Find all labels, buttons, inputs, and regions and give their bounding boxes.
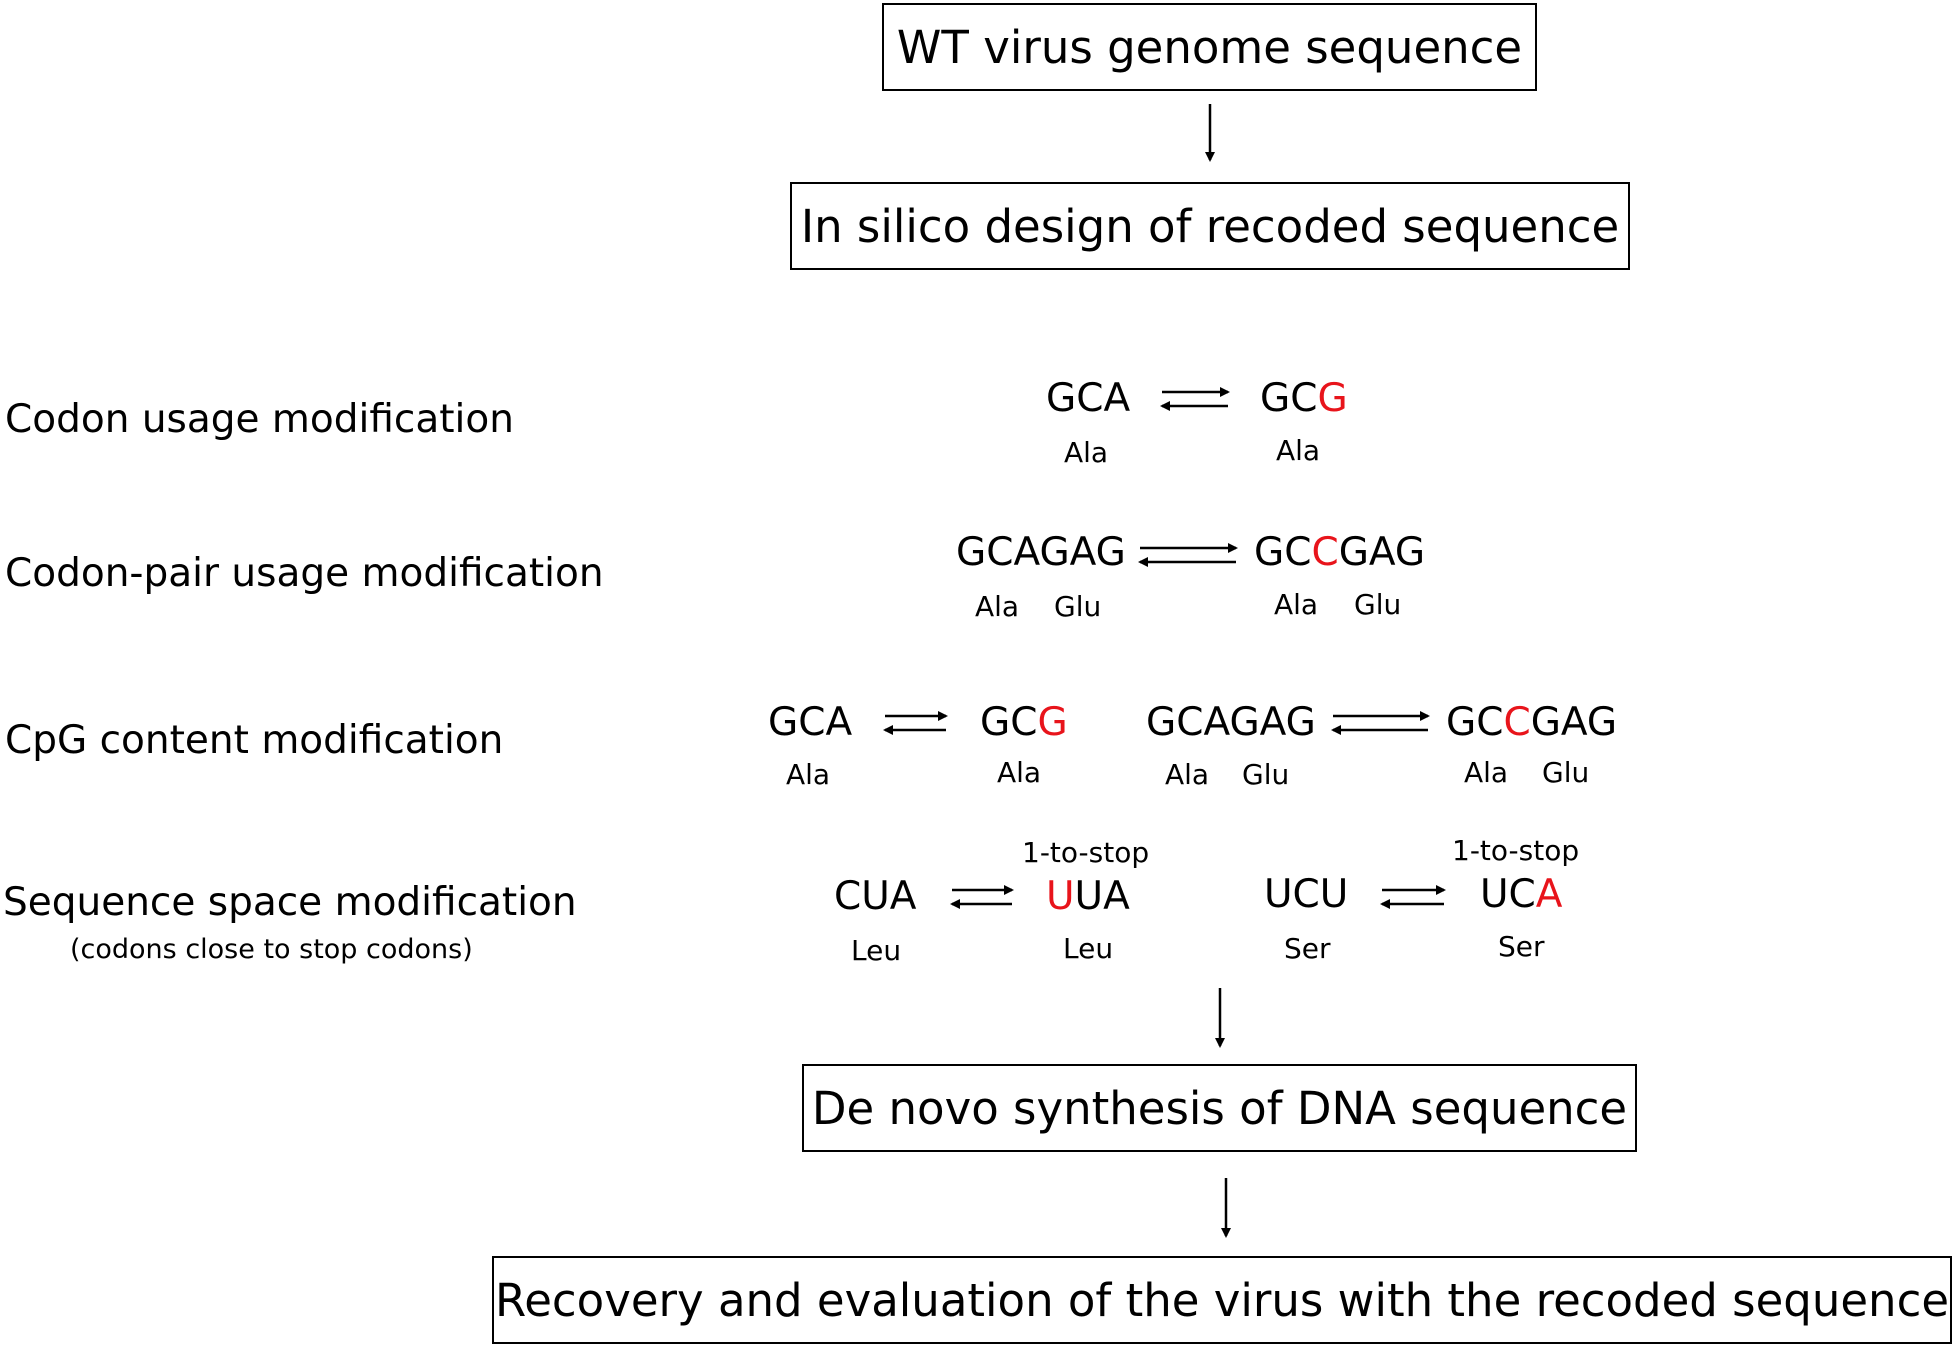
cpg2-right-aa2: Glu	[1542, 756, 1590, 789]
design-box: In silico design of recoded sequence	[790, 182, 1630, 270]
space2-right-pre: UC	[1480, 872, 1536, 917]
codonpair-left-aa2: Glu	[1054, 590, 1102, 623]
cpg2-right-pre: GC	[1446, 700, 1504, 745]
cpg-equilibrium-arrow-1	[883, 711, 948, 735]
space2-tag: 1-to-stop	[1452, 834, 1580, 867]
cpg-equilibrium-arrow-2	[1331, 711, 1430, 735]
space1-right-post: UA	[1074, 874, 1130, 919]
codonpair-left-seq: GCAGAG	[956, 530, 1126, 575]
cpg1-left-aa: Ala	[786, 758, 831, 791]
codon-left-seq: GCA	[1046, 376, 1131, 421]
space1-right-changed-base: U	[1046, 874, 1075, 919]
codonpair-right-changed-base: C	[1311, 530, 1339, 575]
codonpair-right-pre: GC	[1254, 530, 1312, 575]
cpg1-right-changed-base: G	[1037, 700, 1068, 745]
cpg2-left-aa2: Glu	[1242, 758, 1290, 791]
codonpair-equilibrium-arrow	[1138, 543, 1238, 567]
sequence-space-note: (codons close to stop codons)	[70, 934, 473, 965]
space2-left-seq: UCU	[1264, 872, 1349, 917]
codon-pair-label: Codon-pair usage modification	[5, 551, 604, 596]
codonpair-right-seq: GCCGAG	[1254, 530, 1425, 575]
codonpair-right-post: GAG	[1338, 530, 1426, 575]
design-label: In silico design of recoded sequence	[800, 199, 1620, 253]
space1-right-seq: UUA	[1046, 874, 1130, 919]
codon-right-seq: GCG	[1260, 376, 1348, 421]
wt-genome-box: WT virus genome sequence	[882, 3, 1537, 91]
cpg1-left-seq: GCA	[768, 700, 853, 745]
codon-left-aa: Ala	[1064, 436, 1109, 469]
codon-right-aa: Ala	[1276, 434, 1321, 467]
synthesis-label: De novo synthesis of DNA sequence	[811, 1081, 1628, 1135]
space1-left-aa: Leu	[851, 934, 902, 967]
space2-right-aa: Ser	[1498, 930, 1545, 963]
cpg2-left-aa1: Ala	[1165, 758, 1210, 791]
space1-tag: 1-to-stop	[1022, 836, 1150, 869]
wt-genome-label: WT virus genome sequence	[896, 20, 1523, 74]
cpg2-right-changed-base: C	[1503, 700, 1531, 745]
recovery-label: Recovery and evaluation of the virus wit…	[494, 1273, 1950, 1327]
codon-right-pre: GC	[1260, 376, 1318, 421]
cpg2-right-post: GAG	[1530, 700, 1618, 745]
space1-left-seq: CUA	[834, 874, 917, 919]
cpg2-left-seq: GCAGAG	[1146, 700, 1316, 745]
recovery-box: Recovery and evaluation of the virus wit…	[492, 1256, 1952, 1344]
sequence-space-label: Sequence space modification	[3, 880, 577, 925]
space-equilibrium-arrow-1	[950, 885, 1014, 909]
cpg1-right-aa: Ala	[997, 756, 1042, 789]
codonpair-right-aa1: Ala	[1274, 588, 1319, 621]
cpg1-right-seq: GCG	[980, 700, 1068, 745]
space2-left-aa: Ser	[1284, 932, 1331, 965]
cpg2-right-aa1: Ala	[1464, 756, 1509, 789]
space2-right-seq: UCA	[1480, 872, 1562, 917]
codon-usage-label: Codon usage modification	[5, 397, 514, 442]
cpg1-right-pre: GC	[980, 700, 1038, 745]
space2-right-changed-base: A	[1535, 872, 1563, 917]
codonpair-right-aa2: Glu	[1354, 588, 1402, 621]
synthesis-box: De novo synthesis of DNA sequence	[802, 1064, 1637, 1152]
cpg2-right-seq: GCCGAG	[1446, 700, 1617, 745]
codon-right-changed-base: G	[1317, 376, 1348, 421]
codon-equilibrium-arrow	[1160, 387, 1230, 411]
space1-right-aa: Leu	[1063, 932, 1114, 965]
codonpair-left-aa1: Ala	[975, 590, 1020, 623]
space-equilibrium-arrow-2	[1380, 885, 1446, 909]
cpg-label: CpG content modification	[5, 718, 504, 763]
